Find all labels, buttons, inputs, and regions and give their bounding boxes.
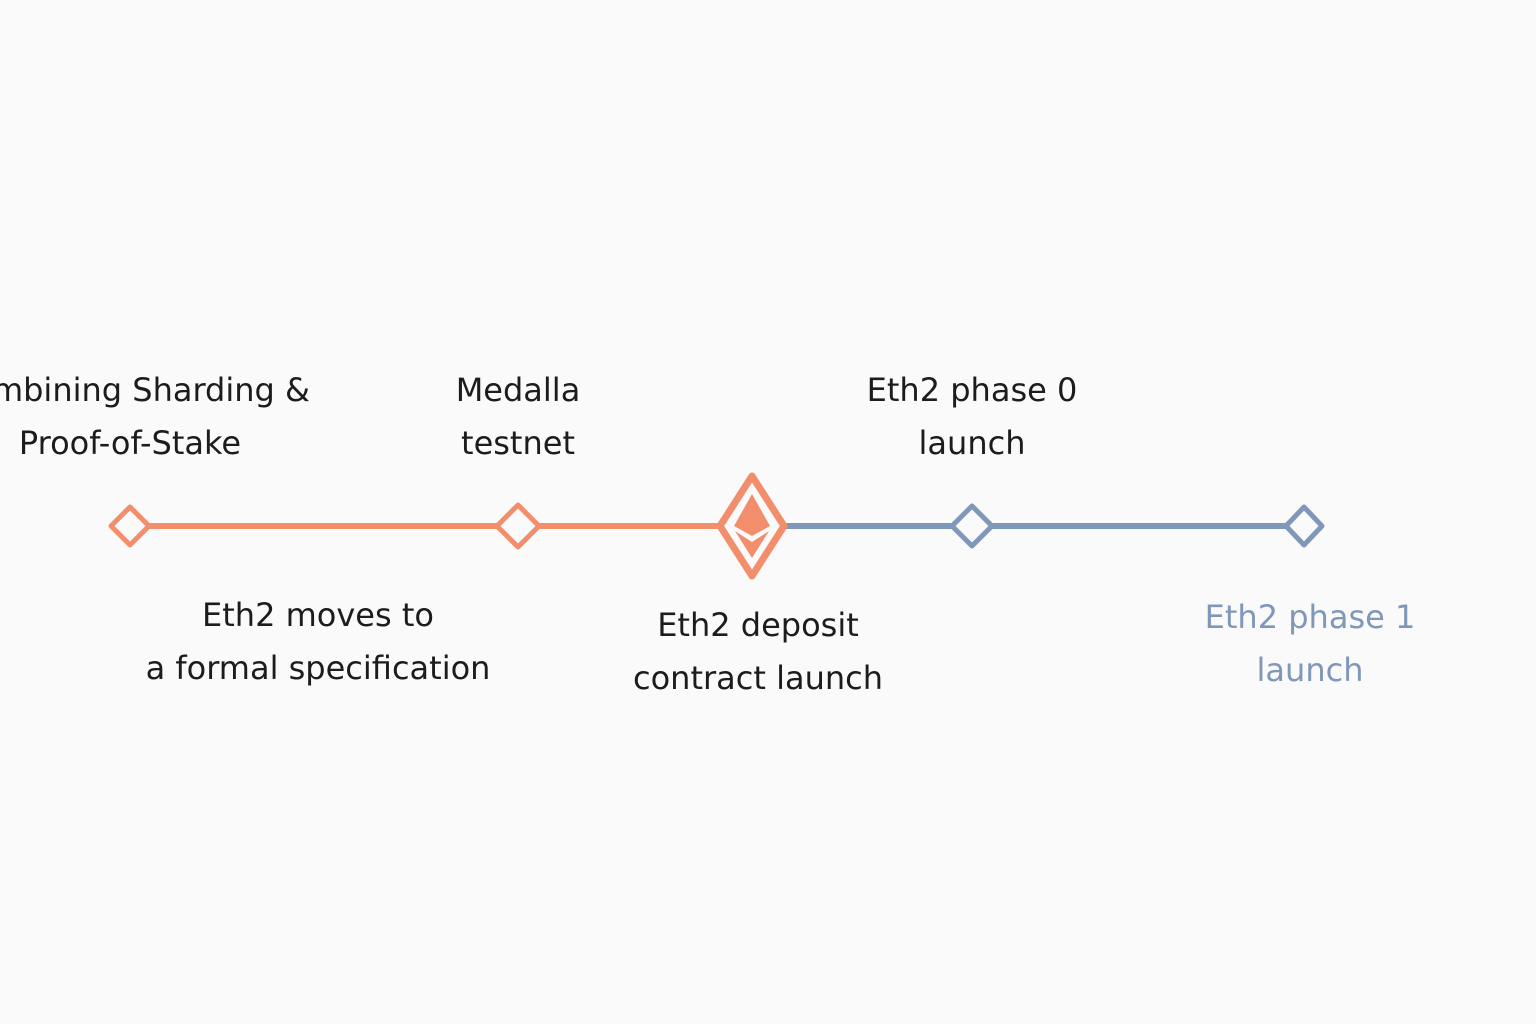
interval-label-formal-specification: Eth2 moves to a formal specification: [108, 589, 528, 695]
milestone-label-eth2-deposit-contract-launch: Eth2 deposit contract launch: [548, 599, 968, 705]
milestone-1-diamond-icon: [108, 504, 152, 548]
ethereum-logo-bottom: [735, 531, 769, 558]
milestone-label-combining-sharding-proof-of-stake: Combining Sharding & Proof-of-Stake: [0, 364, 340, 470]
milestone-label-line-1: Medalla: [455, 371, 581, 409]
milestone-label-line-1: Eth2 phase 1: [1204, 598, 1416, 636]
milestone-3-ethereum-diamond-icon: [716, 472, 788, 580]
milestone-label-line-2: launch: [918, 424, 1026, 462]
milestone-label-eth2-phase-1-launch: Eth2 phase 1 launch: [1100, 591, 1520, 697]
milestone-4-diamond-icon: [949, 503, 995, 549]
milestone-label-line-1: Eth2 phase 0: [866, 371, 1078, 409]
ethereum-logo-top: [734, 494, 770, 536]
interval-label-line-1: Eth2 moves to: [202, 596, 434, 634]
milestone-label-eth2-phase-0-launch: Eth2 phase 0 launch: [762, 364, 1182, 470]
milestone-2-diamond-icon: [494, 502, 542, 550]
milestone-label-medalla-testnet: Medalla testnet: [308, 364, 728, 470]
interval-label-line-2: a formal specification: [145, 649, 491, 687]
milestone-label-line-2: contract launch: [632, 659, 883, 697]
milestone-label-line-2: testnet: [461, 424, 575, 462]
milestone-label-line-1: Combining Sharding &: [0, 371, 310, 409]
milestone-5-diamond-icon: [1283, 504, 1325, 548]
milestone-label-line-2: Proof-of-Stake: [18, 424, 242, 462]
milestone-label-line-1: Eth2 deposit: [657, 606, 859, 644]
milestone-label-line-2: launch: [1256, 651, 1364, 689]
